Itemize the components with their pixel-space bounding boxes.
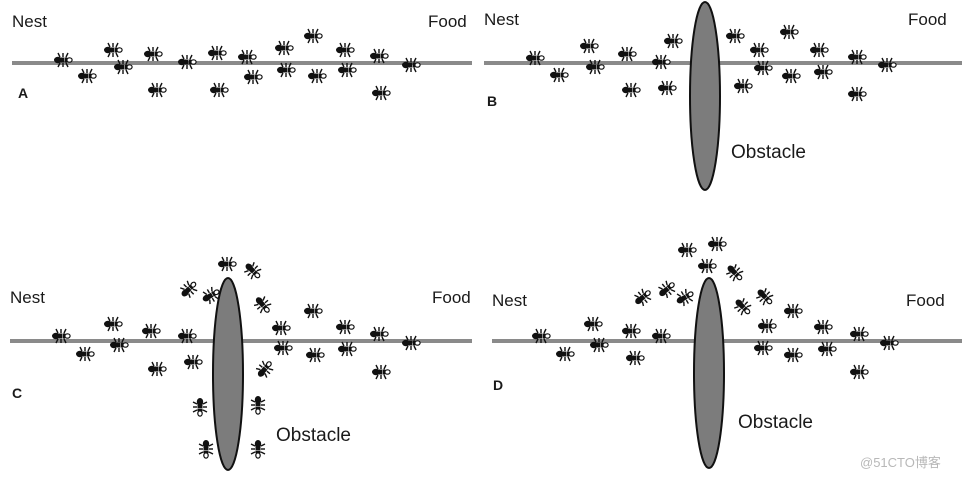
watermark: @51CTO博客 [860,455,941,470]
panel-letter: A [18,85,28,101]
food-label: Food [906,291,945,310]
obstacle-label: Obstacle [731,142,806,163]
nest-label: Nest [10,288,45,307]
panel-d: Nest Food D [492,236,962,469]
food-label: Food [908,10,947,29]
obstacle-label: Obstacle [276,425,351,446]
panel-letter: B [487,93,497,109]
nest-label: Nest [484,10,519,29]
nest-label: Nest [492,291,527,310]
panel-c: Nest Food C [10,256,472,471]
obstacle [212,277,244,471]
obstacle [693,277,725,469]
obstacle [689,1,721,191]
panel-letter: D [493,377,503,393]
food-label: Food [432,288,471,307]
panel-letter: C [12,385,22,401]
panel-a: Nest Food A [12,12,472,101]
nest-label: Nest [12,12,47,31]
panel-b: Nest Food B Obstacle [484,1,962,191]
obstacle-label: Obstacle [738,412,813,433]
food-label: Food [428,12,467,31]
